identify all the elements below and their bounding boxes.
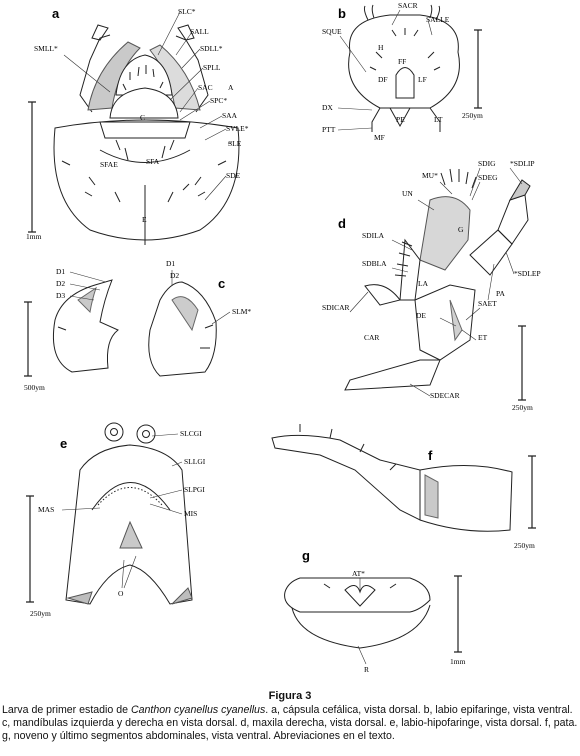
panel-b-leaders	[337, 9, 433, 131]
label-e-3: MAS	[38, 505, 54, 514]
scale-label-e: 250ym	[30, 609, 51, 618]
label-b-11: LT	[434, 115, 443, 124]
label-d-10: *SDLEP	[514, 269, 541, 278]
label-b-0: SACR	[398, 1, 418, 10]
panel-g-abdominal-segments	[284, 575, 462, 653]
label-d-1: SDIG	[478, 159, 496, 168]
label-a-12: SFA	[146, 157, 160, 166]
panel-g-leaders	[357, 578, 367, 665]
panel-letter-a: a	[52, 6, 60, 21]
panel-d-maxilla	[344, 168, 531, 401]
panel-e-labio-hypopharynx	[26, 422, 193, 605]
scale-label-g: 1mm	[450, 657, 466, 666]
label-g-0: AT*	[352, 569, 365, 578]
panel-letter-b: b	[338, 6, 346, 21]
label-e-0: SLCGI	[180, 429, 202, 438]
panel-letter-d: d	[338, 216, 346, 231]
panel-d-leaders	[349, 167, 523, 397]
panel-e-labels: SLCGI SLLGI SLPGI MAS MIS O 250ym	[30, 429, 206, 618]
label-d-4: UN	[402, 189, 413, 198]
label-e-5: O	[118, 589, 124, 598]
caption-prefix: Larva de primer estadio de	[2, 704, 131, 716]
label-c-4: D2	[170, 271, 179, 280]
label-a-2: SDLL*	[200, 44, 223, 53]
label-a-8: SAA	[222, 111, 238, 120]
label-a-1: SALL	[190, 27, 209, 36]
label-b-3: H	[378, 43, 384, 52]
label-b-4: FF	[398, 57, 406, 66]
panel-c-labels: D1 D2 D3 D1 D2 SLM* 500ym	[24, 259, 251, 392]
panel-fg-labels: 250ym AT* R 1mm	[352, 541, 535, 674]
label-a-14: C	[140, 113, 145, 122]
label-e-4: MIS	[184, 509, 197, 518]
caption-text: Larva de primer estadio de Canthon cyane…	[2, 704, 578, 743]
label-b-1: SALLE	[426, 15, 450, 24]
scale-label-c: 500ym	[24, 383, 45, 392]
figure-caption: Figura 3 Larva de primer estadio de Cant…	[2, 690, 578, 743]
panel-d-labels: MU* SDIG *SDLIP SDEG UN G SDILA SDBLA LA…	[322, 159, 541, 412]
label-c-0: D1	[56, 267, 65, 276]
scale-label-f: 250ym	[514, 541, 535, 550]
panel-letter-f: f	[428, 448, 433, 463]
label-b-7: DX	[322, 103, 333, 112]
label-e-1: SLLGI	[184, 457, 206, 466]
panel-c-leaders	[69, 270, 231, 325]
label-d-8: LA	[418, 279, 429, 288]
label-d-7: SDBLA	[362, 259, 387, 268]
caption-species: Canthon cyanellus cyanellus	[130, 704, 266, 716]
label-a-7: SPC*	[210, 96, 227, 105]
panel-a-head-capsule	[28, 24, 240, 245]
panel-b-labrum-epipharynx	[348, 4, 482, 132]
label-a-4: SPLL	[203, 63, 221, 72]
label-a-6: A	[228, 83, 234, 92]
label-c-3: D1	[166, 259, 175, 268]
caption-title: Figura 3	[268, 690, 312, 702]
label-d-14: DE	[416, 311, 426, 320]
label-b-6: LF	[418, 75, 427, 84]
panel-a-labels: SLC* SALL SDLL* SMLL* SPLL SAC A SPC* SA…	[26, 7, 249, 241]
label-d-6: SDILA	[362, 231, 385, 240]
panel-letter-e: e	[60, 436, 67, 451]
label-c-2: D3	[56, 291, 65, 300]
label-c-1: D2	[56, 279, 65, 288]
panel-b-labels: SACR SALLE SQUE H FF DF LF DX PTT MF PE …	[322, 1, 483, 142]
label-c-5: SLM*	[232, 307, 251, 316]
panel-f-leg	[271, 424, 536, 532]
label-a-10: SLE	[228, 139, 242, 148]
label-d-2: *SDLIP	[510, 159, 535, 168]
label-a-11: SFAE	[100, 160, 118, 169]
label-a-5: SAC	[198, 83, 213, 92]
scale-label-d: 250ym	[512, 403, 533, 412]
label-g-1: R	[364, 665, 369, 674]
label-b-8: PTT	[322, 125, 336, 134]
label-d-12: SDICAR	[322, 303, 350, 312]
label-a-9: SVLE*	[226, 124, 249, 133]
label-b-2: SQUE	[322, 27, 342, 36]
label-d-13: CAR	[364, 333, 379, 342]
figure-3-plates: a b c d e f g SLC* SALL SDLL* SMLL* SPLL…	[24, 1, 541, 674]
panel-e-leaders	[61, 433, 183, 589]
label-d-3: SDEG	[478, 173, 498, 182]
label-d-5: G	[458, 225, 464, 234]
scale-label-b: 250ym	[462, 111, 483, 120]
label-e-2: SLPGI	[184, 485, 205, 494]
scale-label-a: 1mm	[26, 232, 42, 241]
label-a-3: SMLL*	[34, 44, 58, 53]
label-a-15: E	[142, 215, 147, 224]
panel-c-mandibles	[24, 279, 217, 377]
label-a-13: SDE	[226, 171, 241, 180]
label-b-10: PE	[396, 115, 405, 124]
panel-letter-g: g	[302, 548, 310, 563]
label-d-16: SDECAR	[430, 391, 460, 400]
panel-a-leaders	[63, 11, 233, 201]
label-d-15: ET	[478, 333, 488, 342]
label-d-11: SAET	[478, 299, 497, 308]
label-b-9: MF	[374, 133, 385, 142]
panel-letter-c: c	[218, 276, 225, 291]
label-d-9: PA	[496, 289, 505, 298]
label-d-0: MU*	[422, 171, 438, 180]
label-b-5: DF	[378, 75, 388, 84]
caption-body: . a, cápsula cefálica, vista dorsal. b, …	[2, 704, 578, 742]
label-a-0: SLC*	[178, 7, 196, 16]
